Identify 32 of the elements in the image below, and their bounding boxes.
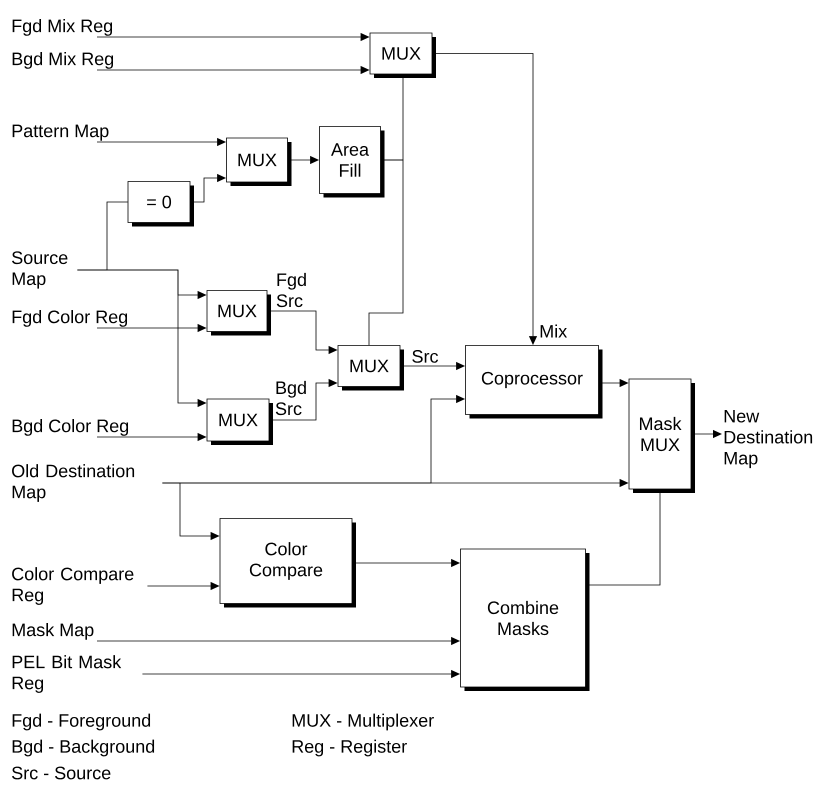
function-box: Combine Masks [460, 548, 590, 691]
abbreviation-note: Reg - Register [292, 740, 407, 756]
input-label: PEL Bit Mask Reg [12, 655, 122, 693]
mux-box: MUX [206, 290, 271, 336]
mux-box: MUX [370, 32, 436, 78]
mux-box: Mask MUX [628, 378, 695, 493]
mux-box: MUX [226, 138, 292, 186]
abbreviation-note: Bgd - Background [12, 740, 154, 756]
abbreviation-note: Src - Source [12, 766, 110, 780]
edge-label: Bgd Src [274, 380, 314, 416]
mux-box: MUX [338, 345, 404, 390]
input-label: Old Destination Map [12, 464, 134, 502]
function-box: Color Compare [220, 518, 356, 608]
mux-box: MUX [206, 398, 273, 445]
function-box: Area Fill [319, 126, 384, 198]
input-label: Pattern Map [12, 124, 108, 141]
comparator-box: = 0 [128, 181, 194, 226]
input-label: Bgd Color Reg [12, 419, 128, 436]
input-label: Fgd Color Reg [12, 310, 128, 327]
input-label: Fgd Mix Reg [12, 19, 112, 36]
abbreviation-note: Fgd - Foreground [12, 714, 150, 730]
input-label: Bgd Mix Reg [12, 52, 114, 69]
edge-label: Mix [538, 323, 568, 339]
output-label: New Destination Map [724, 410, 812, 468]
input-label: Mask Map [12, 623, 94, 640]
function-box: Coprocessor [465, 345, 602, 418]
input-label: Color Compare Reg [12, 567, 134, 605]
connector-line [368, 160, 404, 346]
edge-label: Fgd Src [275, 272, 313, 308]
input-label: Source Map [12, 251, 68, 289]
edge-label: Src [410, 349, 440, 364]
abbreviation-note: MUX - Multiplexer [292, 714, 434, 730]
